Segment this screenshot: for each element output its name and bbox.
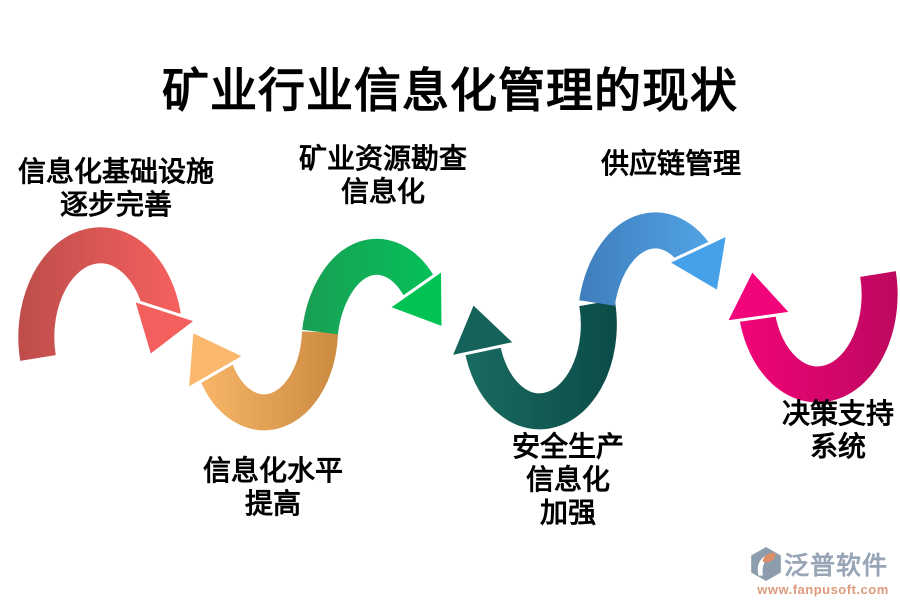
arrow-it-level [185, 328, 338, 431]
arrow-infrastructure-head [131, 297, 200, 359]
label-line: 供应链管理 [600, 149, 741, 180]
label-line: 矿业资源勘查 [298, 144, 467, 175]
label-line: 加强 [539, 498, 596, 529]
vendor-watermark: 泛普软件 www.fanpusoft.com [748, 546, 898, 597]
arrow-it-level-head [185, 328, 248, 392]
label-line: 安全生产 [511, 432, 624, 463]
label-supply-chain: 供应链管理 [570, 148, 772, 181]
label-it-level: 信息化水平 提高 [172, 455, 374, 521]
arrow-supply-chain-ribbon [579, 212, 716, 307]
label-line: 信息化 [340, 177, 425, 208]
label-infrastructure: 信息化基础设施 逐步完善 [8, 156, 224, 222]
arrow-safety-production-head [448, 300, 519, 359]
arrow-resource-survey [302, 238, 445, 335]
arrow-infrastructure [18, 227, 200, 361]
label-decision-support: 决策支持 系统 [752, 398, 900, 464]
label-line: 信息化水平 [202, 456, 343, 487]
arrow-it-level-ribbon [196, 331, 338, 431]
arrow-safety-production-ribbon [464, 299, 617, 430]
vendor-brand-name: 泛普软件 [784, 553, 889, 580]
arrow-infrastructure-ribbon [18, 227, 181, 361]
label-line: 信息化 [525, 465, 610, 496]
fanpu-logo-icon [751, 547, 781, 581]
page-title: 矿业行业信息化管理的现状 [162, 66, 738, 118]
label-line: 提高 [244, 489, 301, 520]
arrow-decision-support-ribbon [739, 271, 898, 403]
arrow-decision-support-head [723, 267, 795, 325]
label-resource-survey: 矿业资源勘查 信息化 [272, 143, 494, 209]
label-safety-production: 安全生产 信息化 加强 [467, 431, 669, 530]
arrow-resource-survey-ribbon [302, 238, 441, 335]
vendor-url: www.fanpusoft.com [757, 582, 889, 597]
arrow-resource-survey-head [385, 266, 445, 331]
label-line: 系统 [809, 432, 866, 463]
arrow-supply-chain [579, 212, 730, 307]
label-line: 逐步完善 [59, 190, 172, 221]
label-line: 信息化基础设施 [17, 157, 214, 188]
label-line: 决策支持 [781, 399, 894, 430]
arrow-safety-production [448, 299, 617, 430]
arrow-supply-chain-head [664, 231, 730, 295]
arrow-decision-support [723, 267, 898, 403]
